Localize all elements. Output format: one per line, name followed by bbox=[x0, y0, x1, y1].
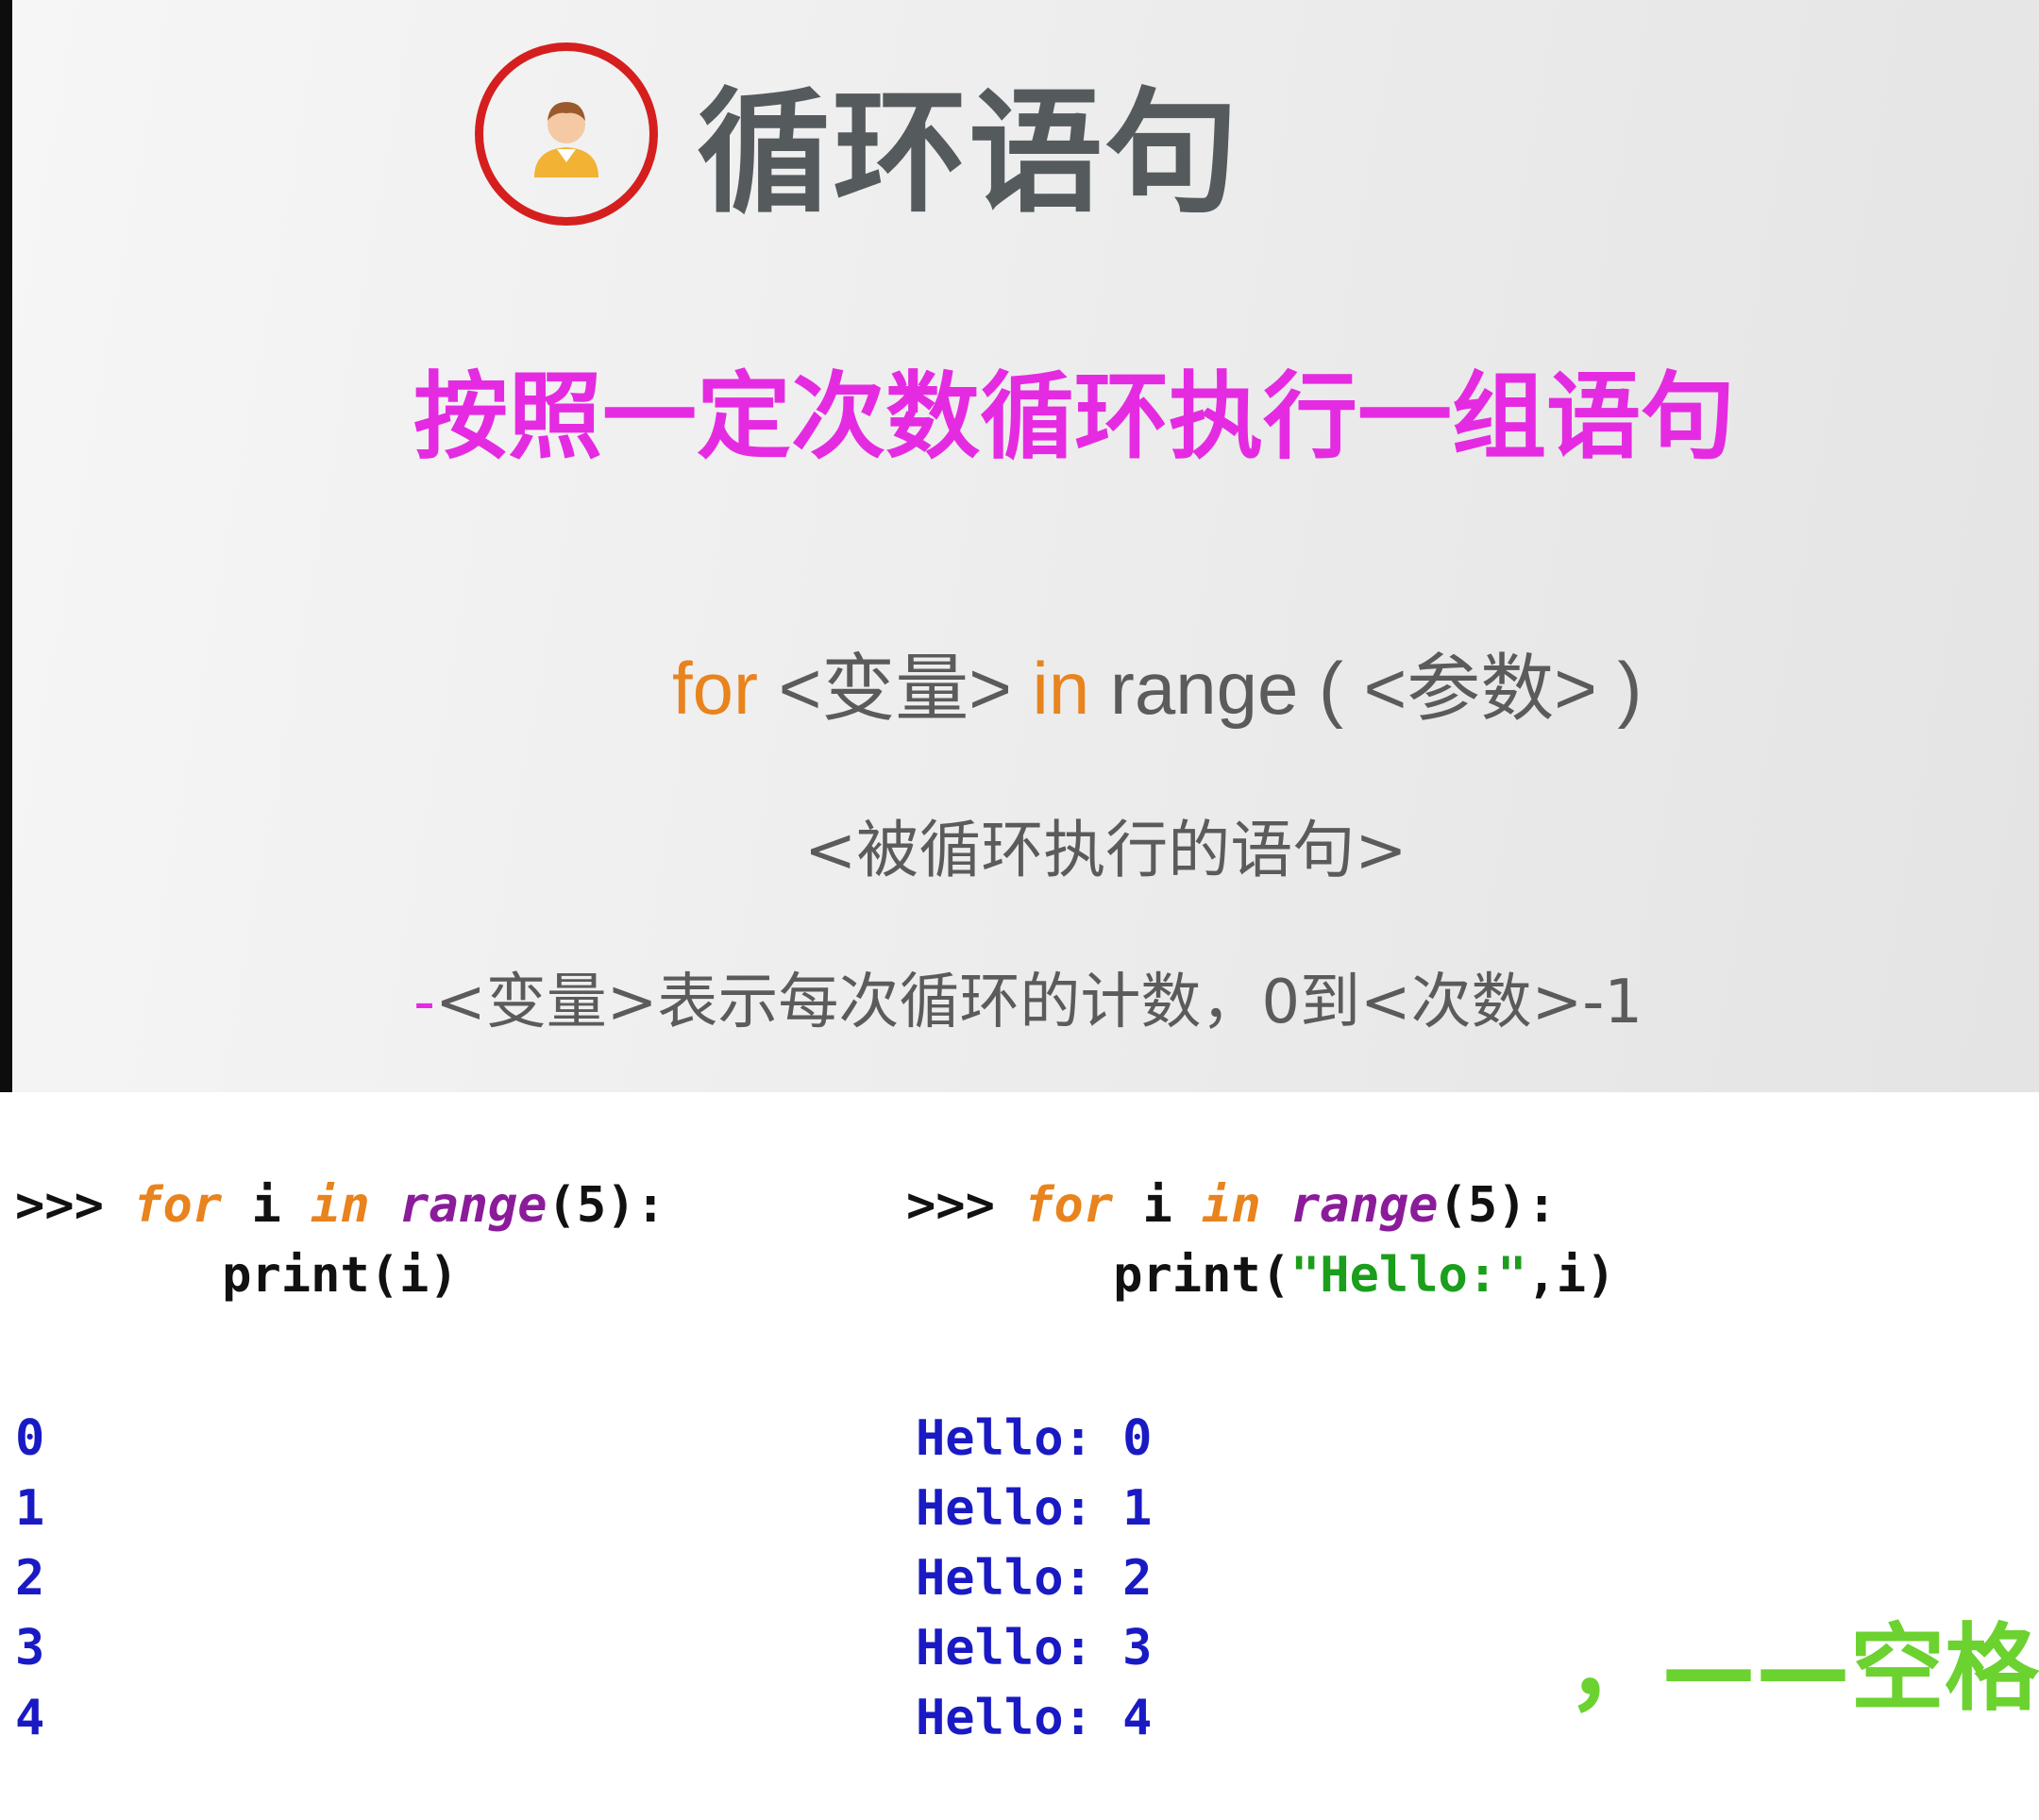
variable-note: -<变量>表示每次循环的计数，0到<次数>-1 bbox=[413, 972, 1643, 1033]
left-edge-bar bbox=[0, 0, 12, 1092]
left-output-line: 2 bbox=[15, 1550, 45, 1607]
slide-title: 循环语句 bbox=[697, 76, 1240, 231]
left-for-keyword: for bbox=[133, 1177, 223, 1234]
left-output-line: 4 bbox=[15, 1690, 45, 1746]
right-output-line: Hello: 4 bbox=[916, 1690, 1153, 1746]
left-code-block: >>> for i in range(5): print(i) bbox=[15, 1171, 666, 1310]
right-body-pre: print( bbox=[1113, 1247, 1290, 1304]
right-range-fn: range bbox=[1290, 1177, 1439, 1234]
right-range-args: (5): bbox=[1438, 1177, 1557, 1234]
right-output-line: Hello: 1 bbox=[916, 1480, 1153, 1537]
note-dash: - bbox=[413, 968, 436, 1037]
left-loop-var: i bbox=[222, 1177, 312, 1234]
syntax-in-keyword: in bbox=[1032, 647, 1090, 730]
right-loop-var: i bbox=[1113, 1177, 1203, 1234]
syntax-variable: <变量> bbox=[758, 647, 1033, 730]
left-output-line: 3 bbox=[15, 1620, 45, 1677]
left-range-fn: range bbox=[399, 1177, 548, 1234]
left-output-line: 0 bbox=[15, 1410, 45, 1467]
slide-subtitle: 按照一定次数循环执行一组语句 bbox=[413, 362, 1735, 472]
right-output-line: Hello: 0 bbox=[916, 1410, 1153, 1467]
left-indent bbox=[15, 1247, 222, 1304]
left-range-args: (5): bbox=[547, 1177, 666, 1234]
for-syntax-line: for <变量> in range ( <参数> ) bbox=[672, 651, 1642, 725]
right-in-keyword: in bbox=[1202, 1177, 1261, 1234]
left-body: print(i) bbox=[222, 1247, 459, 1304]
for-syntax-body: <被循环执行的语句> bbox=[804, 814, 1407, 886]
right-output-line: Hello: 2 bbox=[916, 1550, 1153, 1607]
left-output: 0 1 2 3 4 bbox=[15, 1404, 44, 1753]
right-prompt: >>> bbox=[906, 1177, 1025, 1234]
syntax-range: range ( <参数> ) bbox=[1089, 647, 1643, 730]
right-for-keyword: for bbox=[1024, 1177, 1114, 1234]
syntax-for-keyword: for bbox=[672, 647, 759, 730]
avatar-ring bbox=[475, 42, 658, 226]
left-in-keyword: in bbox=[311, 1177, 370, 1234]
note-text: <变量>表示每次循环的计数，0到<次数>-1 bbox=[435, 968, 1643, 1037]
right-body-post: ,i) bbox=[1526, 1247, 1616, 1304]
right-indent bbox=[906, 1247, 1113, 1304]
right-code-block: >>> for i in range(5): print("Hello:",i) bbox=[906, 1171, 1615, 1310]
right-output: Hello: 0 Hello: 1 Hello: 2 Hello: 3 Hell… bbox=[916, 1404, 1152, 1753]
slide-panel: 循环语句 按照一定次数循环执行一组语句 for <变量> in range ( … bbox=[0, 0, 2039, 1092]
right-body-string: "Hello:" bbox=[1290, 1247, 1527, 1304]
left-prompt: >>> bbox=[15, 1177, 134, 1234]
person-avatar-icon bbox=[534, 102, 598, 177]
right-output-line: Hello: 3 bbox=[916, 1620, 1153, 1677]
space-annotation: ，——空格 bbox=[1567, 1613, 2039, 1724]
left-output-line: 1 bbox=[15, 1480, 45, 1537]
